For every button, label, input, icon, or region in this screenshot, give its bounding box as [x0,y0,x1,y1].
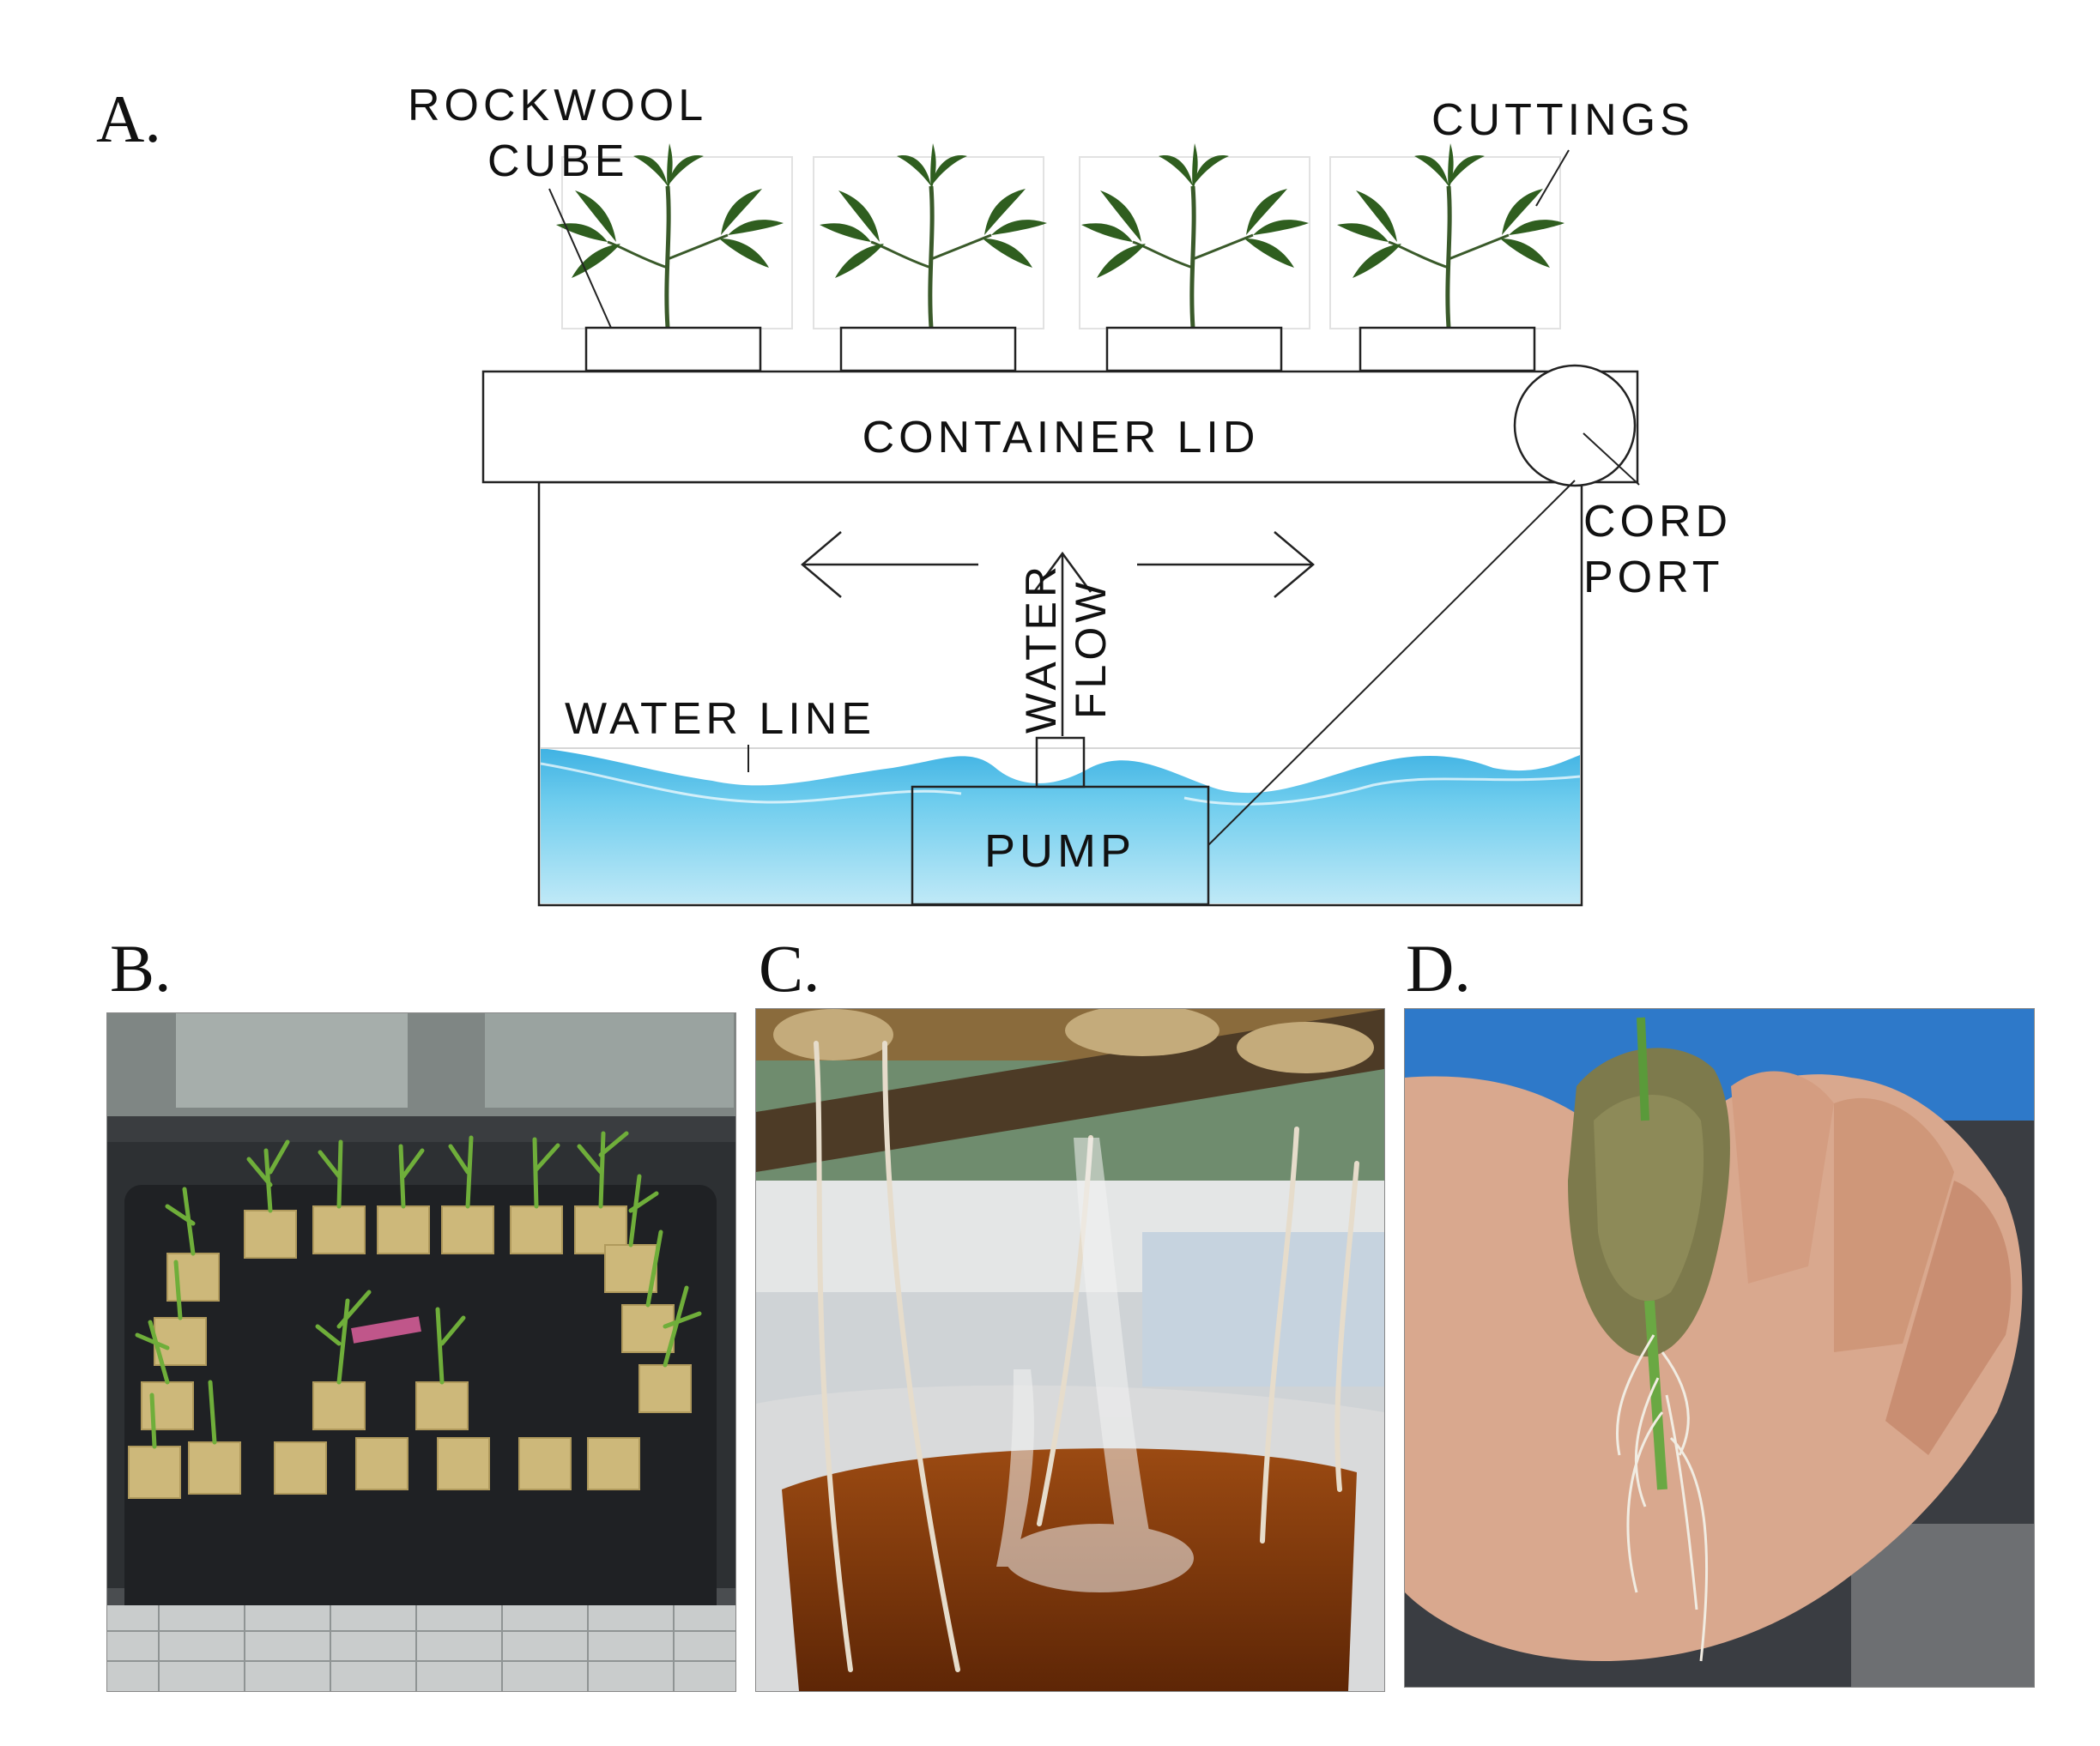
cutting-plant [1337,143,1564,328]
panel-label-d: D. [1406,931,1471,1006]
pump-cord [1207,480,1576,846]
cuttings-leader [1535,149,1570,207]
photo-c-roots-water-flow [755,1008,1385,1692]
rockwool-label-line2: CUBE [487,136,628,186]
rockwool-cube [839,326,1017,372]
cutting-frame [1329,156,1561,329]
cord-port-label-line2: PORT [1583,553,1724,602]
cuttings-label: CUTTINGS [1431,95,1694,145]
cord-port-circle [1513,364,1637,487]
cutting-plant [1081,143,1309,328]
photo-d-rooted-cutting [1404,1008,2035,1688]
rockwool-cube [1359,326,1536,372]
water-flow-arrows [801,531,1315,736]
panel-label-b: B. [110,931,172,1006]
water-flow-label-flow: FLOW [1067,578,1115,719]
container-lid [481,370,1639,484]
water-flow-label-water: WATER [1017,562,1065,734]
water-body [541,748,1580,903]
cord-port-leader [1583,432,1640,486]
hydroponic-cloner-diagram: ROCKWOOL CUBE CUTTINGS CONTAINER LID COR… [408,81,1732,907]
panel-label-c: C. [759,931,820,1006]
cutting-plant [820,143,1047,328]
cord-port-label-line1: CORD [1583,497,1732,547]
rockwool-label-line1: ROCKWOOL [408,81,707,130]
photo-b-cuttings-in-cloner [106,1012,736,1692]
rockwool-cube [584,326,762,372]
rockwool-cube [1105,326,1283,372]
pump-label: PUMP [984,825,1135,877]
panel-label-a: A. [96,82,161,156]
container-lid-label: CONTAINER LID [862,413,1260,462]
pump-nozzle [1035,736,1086,788]
rockwool-leader [548,188,612,329]
water-line-label: WATER LINE [565,694,875,744]
